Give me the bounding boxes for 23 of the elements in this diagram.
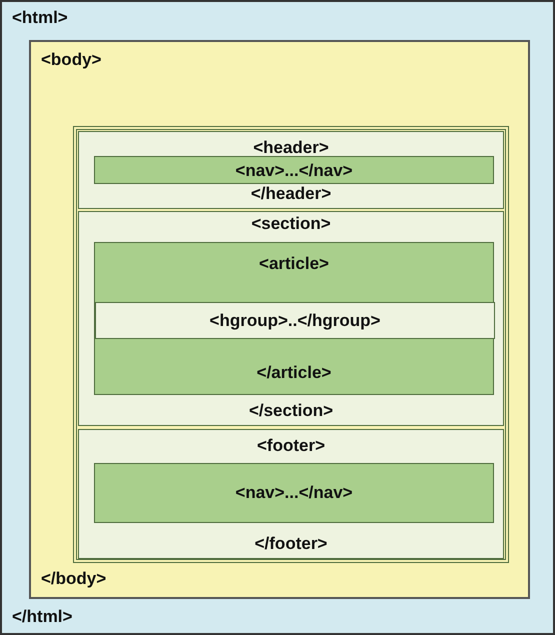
element-box xyxy=(95,302,495,339)
element-box xyxy=(94,156,494,184)
tag-label: <footer> xyxy=(256,436,326,456)
element-box xyxy=(94,242,494,395)
tag-label: </footer> xyxy=(254,534,328,554)
element-box xyxy=(29,40,530,599)
tag-label: </section> xyxy=(248,401,334,421)
tag-label: <html> xyxy=(12,8,68,28)
tag-label: <header> xyxy=(253,138,329,158)
tag-label: <nav>...</nav> xyxy=(235,483,353,503)
tag-label: </body> xyxy=(41,569,106,589)
tag-label: </header> xyxy=(250,184,332,204)
element-box xyxy=(78,131,504,209)
tag-label: <hgroup>..</hgroup> xyxy=(210,311,380,331)
tag-label: <article> xyxy=(259,254,329,274)
element-box xyxy=(78,429,504,559)
tag-label: <body> xyxy=(41,50,102,70)
element-box xyxy=(78,211,504,426)
tag-label: <nav>...</nav> xyxy=(235,161,353,181)
tag-label: </html> xyxy=(12,607,72,627)
tag-label: <section> xyxy=(251,214,331,234)
tag-label: </article> xyxy=(256,363,332,383)
element-box xyxy=(94,463,494,523)
